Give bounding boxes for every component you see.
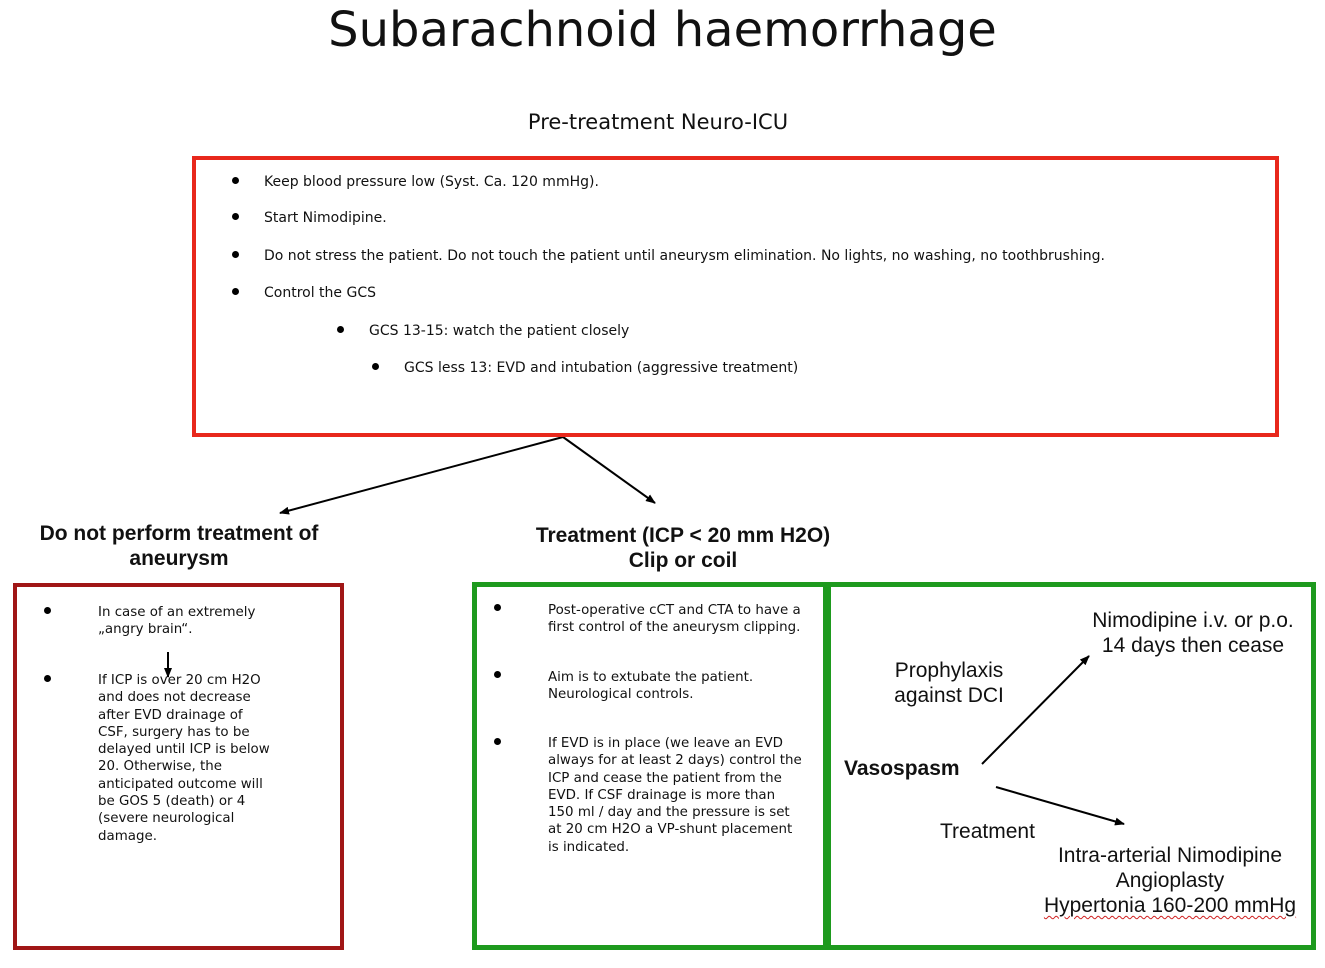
bullet [232, 213, 239, 220]
arrow-to-vasospasm-treatment [995, 786, 1125, 826]
treatment-item: Post-operative cCT and CTA to have a fir… [548, 603, 801, 636]
vasospasm-box [826, 582, 1316, 950]
no-treatment-item: If ICP is over 20 cm H2O and does not de… [98, 673, 270, 844]
treatment-item: If EVD is in place (we leave an EVD alwa… [548, 736, 802, 855]
nimodipine-label: Nimodipine i.v. or p.o. 14 days then cea… [1092, 609, 1294, 657]
arrow-to-treatment [562, 436, 656, 504]
bullet [232, 251, 239, 258]
pretreatment-box [192, 156, 1279, 437]
bullet [232, 288, 239, 295]
pretreatment-item: Keep blood pressure low (Syst. Ca. 120 m… [264, 174, 599, 190]
arrow-to-prophylaxis [981, 655, 1090, 765]
bullet [337, 326, 344, 333]
pretreatment-item: Control the GCS [264, 285, 376, 301]
vasospasm-label: Vasospasm [844, 757, 960, 780]
pretreatment-subitem: GCS 13-15: watch the patient closely [369, 323, 630, 339]
bullet [494, 671, 501, 678]
treatment-item: Aim is to extubate the patient. Neurolog… [548, 670, 754, 703]
vasospasm-treatment-options: Intra-arterial Nimodipine Angioplasty Hy… [1043, 844, 1297, 917]
pretreatment-item: Start Nimodipine. [264, 210, 387, 226]
treatment-box [472, 582, 828, 950]
pretreatment-subitem: GCS less 13: EVD and intubation (aggress… [404, 360, 799, 376]
arrow-to-no-treatment [279, 436, 564, 515]
pretreatment-heading: Pre-treatment Neuro-ICU [527, 110, 789, 134]
no-treatment-item: In case of an extremely „angry brain“. [98, 605, 256, 638]
pretreatment-item: Do not stress the patient. Do not touch … [264, 248, 1105, 264]
bullet [232, 177, 239, 184]
no-treatment-box [13, 583, 344, 950]
bullet [44, 675, 51, 682]
no-treatment-heading: Do not perform treatment of aneurysm [39, 522, 319, 570]
bullet [494, 738, 501, 745]
treatment-heading: Treatment (ICP < 20 mm H2O) Clip or coil [535, 524, 831, 572]
vasospasm-treatment-label: Treatment [940, 820, 1035, 843]
prophylaxis-label: Prophylaxis against DCI [894, 659, 1004, 707]
page-title: Subarachnoid haemorrhage [328, 2, 997, 58]
bullet [494, 604, 501, 611]
bullet [44, 607, 51, 614]
bullet [372, 363, 379, 370]
